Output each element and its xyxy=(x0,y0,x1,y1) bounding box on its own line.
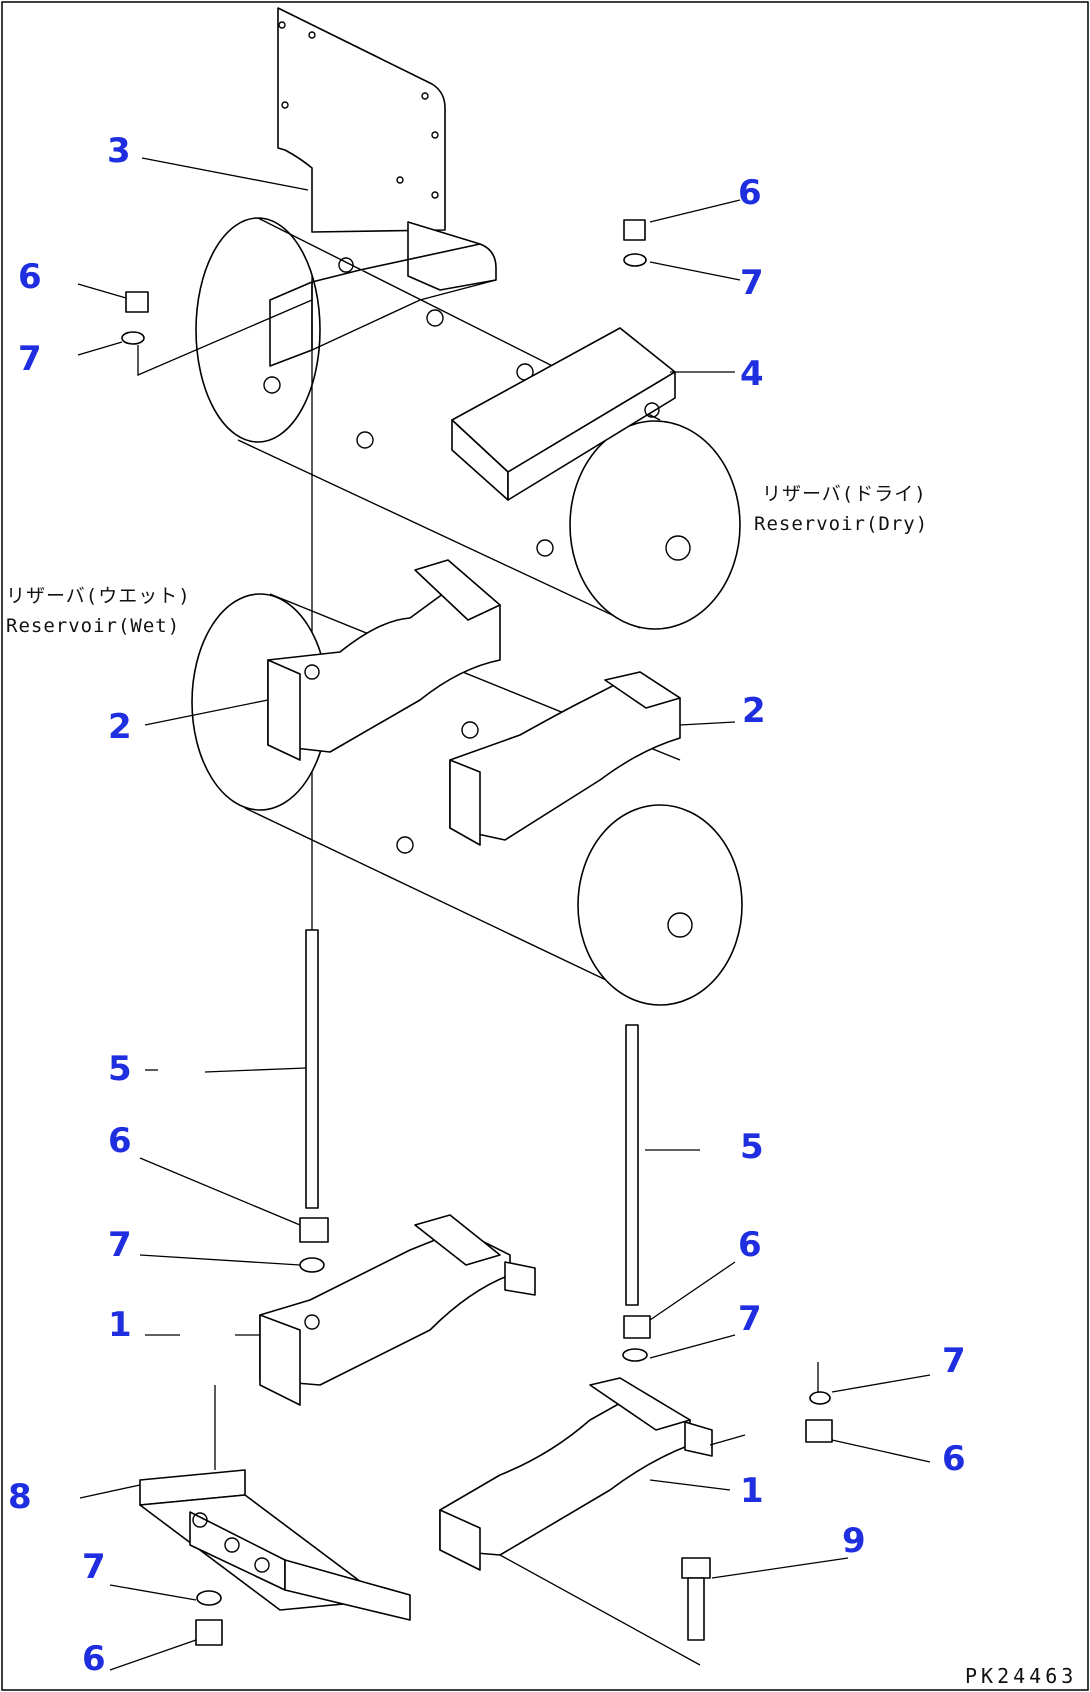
callout-9: 9 xyxy=(842,1521,866,1561)
callout-7: 7 xyxy=(942,1341,966,1381)
callout-2: 2 xyxy=(742,691,766,731)
callout-1: 1 xyxy=(108,1305,132,1345)
callout-7: 7 xyxy=(18,339,42,379)
bolt xyxy=(681,1557,711,1641)
callout-6: 6 xyxy=(82,1639,106,1679)
upper-strap-left xyxy=(267,559,501,761)
callout-4: 4 xyxy=(740,354,764,394)
drawing-code: PK24463 xyxy=(965,1664,1077,1688)
rod-left xyxy=(305,929,319,1209)
callout-7: 7 xyxy=(82,1547,106,1587)
dry-bracket xyxy=(451,327,676,501)
leader-lines xyxy=(77,157,931,1671)
callout-6: 6 xyxy=(738,173,762,213)
callout-7: 7 xyxy=(738,1299,762,1339)
reservoir-dry-label-jp: リザーバ(ドライ) xyxy=(762,483,927,505)
lower-strap-left xyxy=(259,1214,536,1406)
reservoir-dry-label-en: Reservoir(Dry) xyxy=(754,513,928,535)
callout-6: 6 xyxy=(18,257,42,297)
callout-2: 2 xyxy=(108,707,132,747)
callout-5: 5 xyxy=(740,1127,764,1167)
nuts-washers xyxy=(121,219,833,1646)
callout-5: 5 xyxy=(108,1049,132,1089)
callout-6: 6 xyxy=(738,1225,762,1265)
upper-strap-right xyxy=(449,671,681,846)
callout-6: 6 xyxy=(108,1121,132,1161)
callout-1: 1 xyxy=(740,1471,764,1511)
callout-3: 3 xyxy=(107,131,131,171)
mounting-plate xyxy=(269,7,497,367)
callout-8: 8 xyxy=(8,1477,32,1517)
reservoir-wet-label-jp: リザーバ(ウエット) xyxy=(6,585,191,607)
rod-right xyxy=(625,1024,639,1306)
callout-7: 7 xyxy=(740,263,764,303)
lower-strap-right xyxy=(439,1377,713,1571)
callout-6: 6 xyxy=(942,1439,966,1479)
lower-bracket xyxy=(139,1469,411,1621)
reservoir-dry xyxy=(195,217,741,630)
reservoir-wet-label-en: Reservoir(Wet) xyxy=(6,615,180,637)
callout-7: 7 xyxy=(108,1225,132,1265)
